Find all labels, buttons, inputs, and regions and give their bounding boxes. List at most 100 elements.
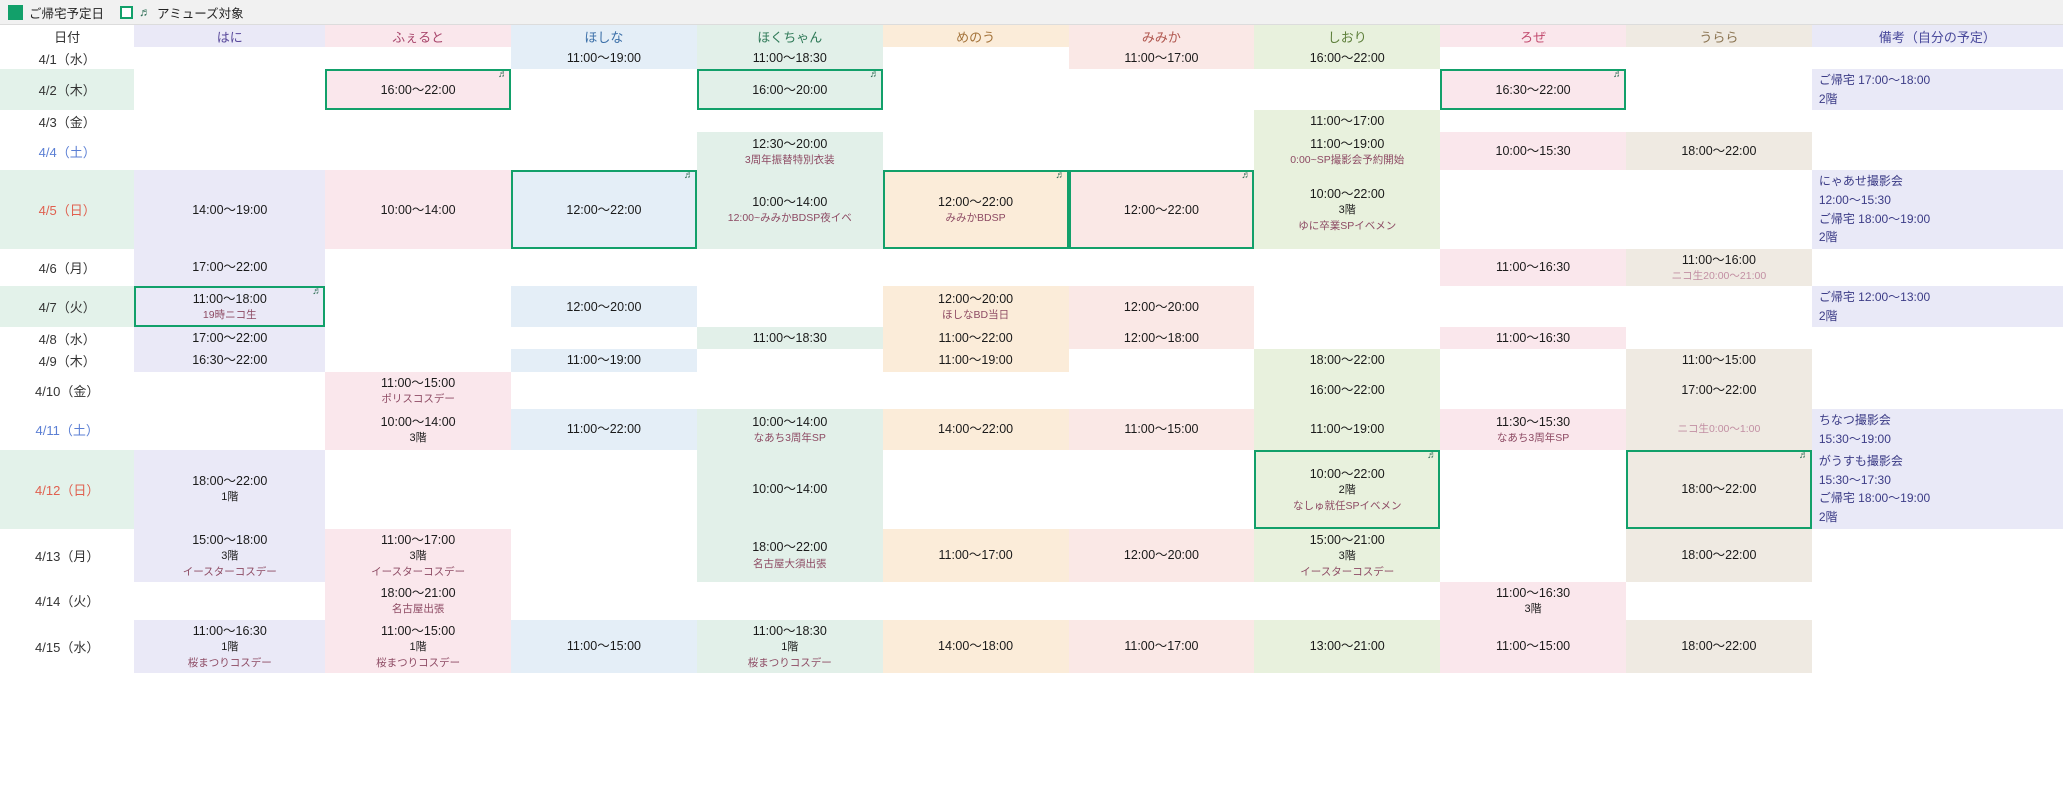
schedule-cell-fueruto[interactable] (325, 327, 511, 349)
schedule-cell-menou[interactable] (883, 132, 1069, 170)
date-cell[interactable]: 4/12（日） (0, 450, 135, 529)
schedule-cell-hani[interactable]: 16:30〜22:00 (134, 349, 326, 372)
schedule-cell-shiori[interactable]: 11:00〜17:00 (1254, 110, 1441, 133)
schedule-cell-hoshina[interactable]: 12:00〜22:00♬ (511, 170, 697, 249)
date-cell[interactable]: 4/1（水） (0, 47, 135, 70)
schedule-cell-hani[interactable]: 17:00〜22:00 (134, 248, 326, 287)
schedule-cell-urara[interactable]: 17:00〜22:00 (1625, 371, 1812, 409)
schedule-cell-urara[interactable] (1626, 69, 1812, 110)
schedule-cell-shiori[interactable]: 18:00〜22:00 (1254, 349, 1441, 372)
schedule-cell-hani[interactable]: 17:00〜22:00 (134, 327, 326, 350)
schedule-cell-urara[interactable] (1626, 286, 1812, 327)
schedule-cell-bokuchan[interactable]: 11:00〜18:30 (696, 327, 883, 350)
schedule-cell-urara[interactable] (1626, 110, 1812, 132)
schedule-cell-menou[interactable] (883, 69, 1069, 110)
schedule-cell-menou[interactable]: 11:00〜17:00 (882, 528, 1069, 582)
schedule-cell-fueruto[interactable] (325, 249, 511, 286)
date-cell[interactable]: 4/7（火） (0, 286, 135, 328)
schedule-cell-hoshina[interactable] (511, 372, 697, 409)
schedule-cell-bokuchan[interactable]: 10:00〜14:00 (696, 450, 883, 529)
schedule-cell-hani[interactable] (134, 372, 325, 409)
date-cell[interactable]: 4/5（日） (0, 170, 135, 249)
date-cell[interactable]: 4/14（火） (0, 581, 135, 620)
schedule-cell-hoshina[interactable] (511, 110, 697, 132)
schedule-cell-menou[interactable]: 14:00〜18:00 (882, 619, 1069, 674)
schedule-cell-roze[interactable]: 16:30〜22:00♬ (1440, 69, 1626, 111)
schedule-cell-shiori[interactable] (1254, 286, 1440, 327)
schedule-cell-fueruto[interactable]: 10:00〜14:00 (325, 170, 512, 249)
schedule-cell-hani[interactable] (134, 110, 325, 132)
schedule-cell-mimika[interactable] (1069, 249, 1255, 286)
schedule-cell-bokuchan[interactable] (697, 582, 883, 620)
schedule-cell-mimika[interactable]: 11:00〜15:00 (1068, 408, 1255, 451)
schedule-cell-mimika[interactable] (1069, 69, 1255, 110)
schedule-cell-fueruto[interactable] (325, 450, 511, 528)
date-cell[interactable]: 4/11（土） (0, 408, 135, 451)
schedule-cell-hoshina[interactable]: 11:00〜19:00 (511, 349, 697, 372)
schedule-cell-bokuchan[interactable]: 16:00〜20:00♬ (696, 69, 883, 111)
schedule-cell-roze[interactable] (1440, 110, 1626, 132)
date-cell[interactable]: 4/10（金） (0, 371, 135, 409)
date-cell[interactable]: 4/6（月） (0, 248, 135, 287)
column-header-menou[interactable]: めのう (882, 25, 1069, 47)
schedule-cell-biko[interactable] (1812, 327, 2063, 349)
schedule-cell-menou[interactable] (883, 110, 1069, 132)
schedule-cell-menou[interactable] (883, 249, 1069, 286)
schedule-cell-shiori[interactable]: 13:00〜21:00 (1254, 619, 1441, 674)
schedule-cell-biko[interactable] (1812, 110, 2063, 132)
schedule-cell-mimika[interactable] (1069, 582, 1255, 620)
schedule-cell-mimika[interactable]: 11:00〜17:00 (1068, 619, 1255, 674)
schedule-cell-urara[interactable]: 11:00〜15:00 (1625, 349, 1812, 372)
schedule-cell-urara[interactable] (1626, 170, 1812, 248)
schedule-cell-hani[interactable] (134, 409, 325, 450)
column-header-date[interactable]: 日付 (0, 25, 135, 47)
schedule-cell-hani[interactable] (134, 47, 325, 69)
schedule-cell-fueruto[interactable] (325, 47, 511, 69)
schedule-cell-mimika[interactable]: 12:00〜18:00 (1068, 327, 1255, 350)
schedule-cell-roze[interactable]: 11:00〜16:30 (1440, 248, 1626, 287)
schedule-cell-mimika[interactable] (1069, 132, 1255, 170)
schedule-cell-urara[interactable]: 18:00〜22:00 (1625, 619, 1812, 674)
schedule-cell-bokuchan[interactable] (697, 349, 883, 371)
schedule-cell-urara[interactable] (1626, 47, 1812, 69)
schedule-cell-hoshina[interactable] (511, 249, 697, 286)
column-header-roze[interactable]: ろぜ (1440, 25, 1626, 47)
schedule-cell-fueruto[interactable] (325, 110, 511, 132)
schedule-cell-hoshina[interactable] (511, 132, 697, 170)
column-header-hani[interactable]: はに (134, 25, 326, 47)
schedule-cell-shiori[interactable] (1254, 249, 1440, 286)
schedule-cell-roze[interactable]: 11:00〜15:00 (1440, 619, 1626, 674)
schedule-cell-mimika[interactable] (1069, 450, 1255, 528)
schedule-cell-fueruto[interactable] (325, 349, 511, 371)
schedule-cell-urara[interactable]: 18:00〜22:00 (1625, 132, 1812, 171)
schedule-cell-roze[interactable] (1440, 529, 1626, 582)
schedule-cell-shiori[interactable]: 16:00〜22:00 (1254, 47, 1441, 70)
schedule-cell-bokuchan[interactable] (697, 372, 883, 409)
date-cell[interactable]: 4/9（木） (0, 349, 135, 372)
schedule-cell-hoshina[interactable] (511, 450, 697, 528)
schedule-cell-hani[interactable] (134, 132, 325, 170)
schedule-cell-hoshina[interactable]: 11:00〜19:00 (511, 47, 697, 70)
schedule-cell-shiori[interactable]: 16:00〜22:00 (1254, 371, 1441, 409)
schedule-cell-fueruto[interactable] (325, 286, 511, 327)
schedule-cell-urara[interactable]: 18:00〜22:00 (1625, 528, 1812, 582)
schedule-cell-biko[interactable] (1812, 249, 2063, 286)
column-header-urara[interactable]: うらら (1625, 25, 1812, 47)
schedule-cell-bokuchan[interactable] (697, 110, 883, 132)
schedule-cell-shiori[interactable]: 11:00〜19:00 (1254, 408, 1441, 451)
